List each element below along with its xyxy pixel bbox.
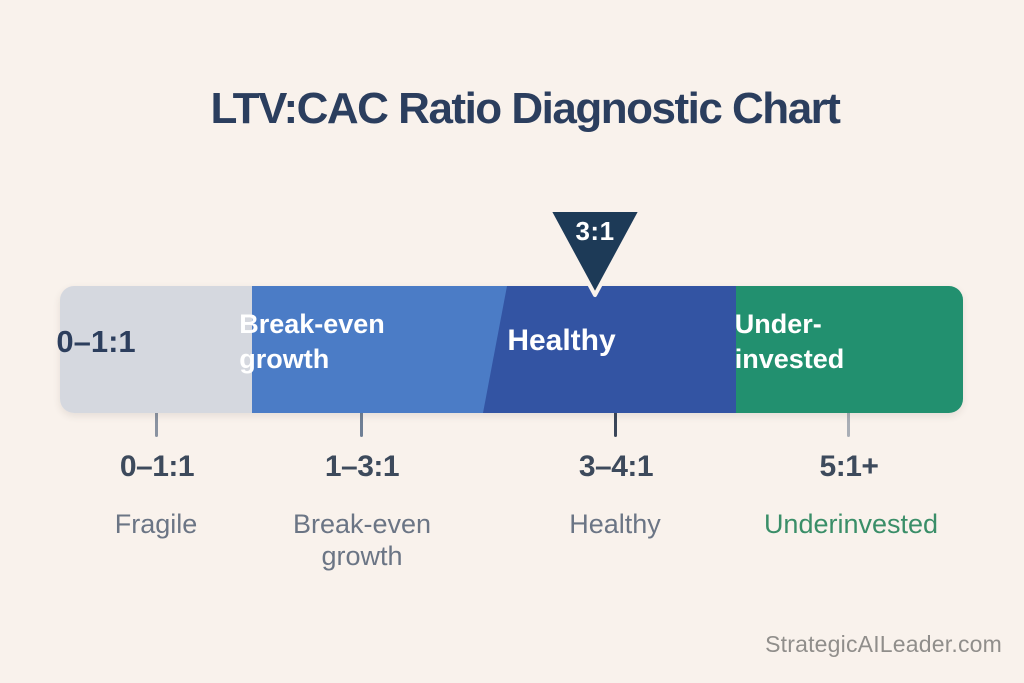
tick-mark <box>155 407 158 437</box>
ratio-label-break-even: 1–3:1 <box>324 450 400 483</box>
segment-break-even <box>252 286 514 413</box>
name-label-break-even: Break-even growth <box>292 509 432 571</box>
name-label-healthy: Healthy <box>569 509 661 539</box>
down-arrow-icon <box>547 208 643 297</box>
ratio-label-underinvested: 5:1+ <box>819 450 879 483</box>
name-label-underinvested: Underinvested <box>763 509 939 539</box>
tick-mark <box>360 407 363 437</box>
name-label-fragile: Fragile <box>114 509 198 539</box>
marker-label: 3:1 <box>575 216 615 246</box>
segment-fragile <box>60 286 252 413</box>
segment-underinvested <box>736 286 963 413</box>
marker-arrow: 3:1 <box>545 207 645 299</box>
tick-mark <box>614 407 617 437</box>
watermark: StrategicAILeader.com <box>765 631 1002 657</box>
ratio-label-fragile: 0–1:1 <box>119 450 195 483</box>
tick-mark <box>847 407 850 437</box>
segment-healthy <box>483 286 736 413</box>
chart-title: LTV:CAC Ratio Diagnostic Chart <box>210 84 841 133</box>
ratio-label-healthy: 3–4:1 <box>578 450 654 483</box>
ratio-scale-bar <box>60 286 963 413</box>
